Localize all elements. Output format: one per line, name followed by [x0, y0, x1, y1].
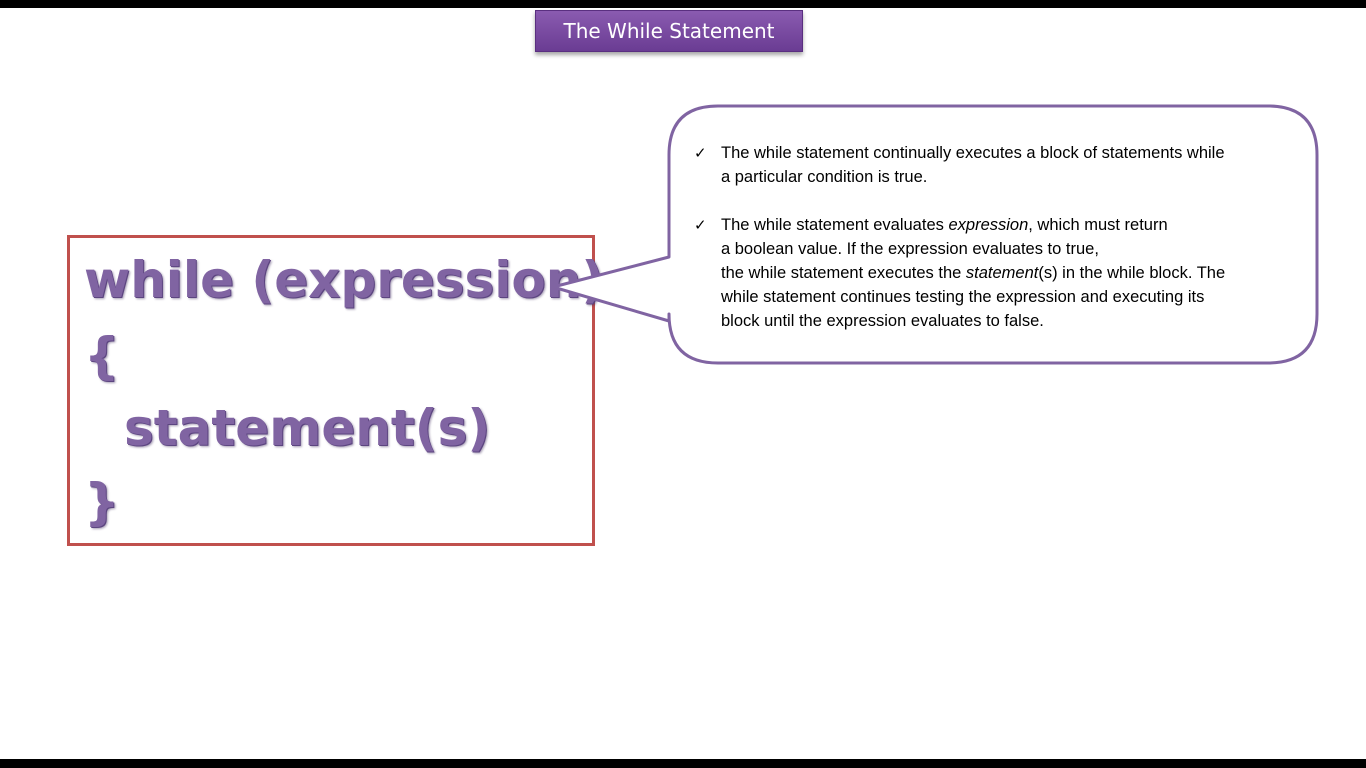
bullet-2-line-1-pre: The while statement evaluates [721, 216, 949, 234]
bullet-2-line-3: the while statement executes the stateme… [721, 261, 1299, 285]
slide-title-text: The While Statement [563, 19, 775, 43]
bullet-2-term-statement: statement [965, 264, 1039, 282]
bullet-2-line-5: block until the expression evaluates to … [721, 312, 1044, 330]
bullet-2-line-3-pre: the while statement executes the [721, 264, 966, 282]
code-line-close-brace: } [84, 473, 120, 531]
callout-text: ✓ The while statement continually execut… [694, 141, 1299, 357]
code-syntax-box: while (expression) { statement(s) } [67, 235, 604, 546]
bottom-letterbox-bar [0, 759, 1366, 768]
callout-bullet-2: ✓ The while statement evaluates expressi… [694, 213, 1299, 333]
bullet-2-line-3-post: (s) in the while block. The [1038, 264, 1226, 282]
top-letterbox-bar [0, 0, 1366, 8]
bullet-2-term-expression: expression [948, 216, 1029, 234]
bullet-2-line-1-post: , which must return [1028, 216, 1168, 234]
bullet-2-line-4: while statement continues testing the ex… [721, 288, 1205, 306]
check-mark-icon: ✓ [694, 216, 707, 234]
bullet-1-line-1: The while statement continually executes… [721, 144, 1225, 162]
bullet-2-line-1: The while statement evaluates expression… [721, 213, 1299, 237]
check-mark-icon: ✓ [694, 144, 707, 162]
bullet-1-line-2: a particular condition is true. [721, 168, 928, 186]
callout-bullet-1: ✓ The while statement continually execut… [694, 141, 1299, 189]
code-line-open-brace: { [84, 327, 120, 385]
code-line-statements: statement(s) [124, 399, 491, 457]
bullet-2-line-2: a boolean value. If the expression evalu… [721, 240, 1099, 258]
code-line-while: while (expression) [84, 251, 605, 309]
slide-title: The While Statement [535, 10, 803, 52]
